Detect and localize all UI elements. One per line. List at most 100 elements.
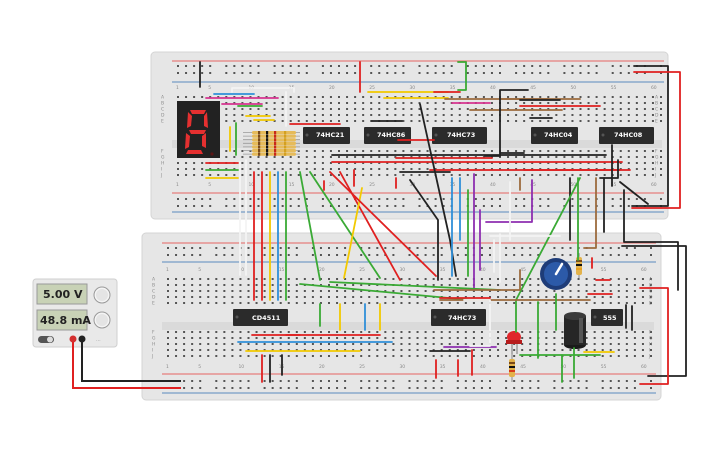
- column-number: 30: [399, 364, 405, 370]
- row-letter: D: [152, 295, 156, 301]
- jumper-wire[interactable]: [309, 171, 381, 279]
- column-number: 1: [166, 267, 169, 273]
- chip-74hc73-bottom[interactable]: 74HC73: [431, 309, 486, 326]
- red-led[interactable]: [506, 331, 522, 354]
- electrolytic-capacitor[interactable]: [564, 312, 586, 349]
- jumper-wire[interactable]: [619, 181, 649, 205]
- column-number: 5: [208, 85, 211, 91]
- row-letter: I: [161, 167, 162, 173]
- column-number: 45: [530, 182, 536, 188]
- jumper-wire[interactable]: [623, 189, 679, 291]
- row-letter: H: [655, 161, 658, 167]
- column-number: 55: [601, 364, 607, 370]
- jumper-wire[interactable]: [231, 87, 295, 93]
- column-number: 20: [319, 267, 325, 273]
- jumper-wire[interactable]: [631, 65, 669, 207]
- row-letter: C: [649, 289, 652, 295]
- jumper-wire[interactable]: [329, 281, 501, 291]
- column-number: 15: [289, 182, 295, 188]
- column-number: 50: [570, 182, 576, 188]
- row-letter: C: [152, 289, 155, 295]
- chip-74hc08[interactable]: 74HC08: [599, 127, 654, 144]
- svg-text:CD4511: CD4511: [252, 314, 281, 322]
- resistor-led[interactable]: [509, 354, 515, 382]
- jumper-wire[interactable]: [583, 177, 597, 249]
- voltage-knob[interactable]: [93, 286, 111, 304]
- svg-text:74HC73: 74HC73: [447, 131, 475, 139]
- row-letter: J: [654, 173, 656, 179]
- row-letter: G: [655, 155, 659, 161]
- chip-74hc73-top[interactable]: 74HC73: [432, 127, 487, 144]
- jumper-wire[interactable]: [485, 179, 533, 223]
- row-letter: H: [152, 342, 155, 348]
- power-lead-negative[interactable]: [81, 342, 181, 382]
- row-letter: I: [655, 167, 656, 173]
- column-number: 35: [450, 85, 456, 91]
- chip-74hc21[interactable]: 74HC21: [303, 127, 350, 144]
- power-switch[interactable]: [38, 336, 54, 343]
- chip-74hc04[interactable]: 74HC04: [531, 127, 578, 144]
- svg-text:74HC04: 74HC04: [544, 131, 573, 139]
- column-number: 5: [198, 267, 201, 273]
- row-letter: F: [655, 149, 658, 155]
- column-number: 40: [480, 364, 486, 370]
- row-letter: G: [649, 336, 653, 342]
- column-number: 5: [208, 182, 211, 188]
- jumper-wire[interactable]: [457, 61, 467, 91]
- row-letter: I: [152, 348, 153, 354]
- jumper-wire[interactable]: [329, 171, 437, 277]
- power-supply[interactable]: 5.00 V 48.8 mA ···: [32, 278, 118, 348]
- jumper-wire[interactable]: [639, 287, 669, 385]
- current-knob[interactable]: [93, 311, 111, 329]
- jumper-wires[interactable]: [199, 61, 687, 385]
- column-number: 1: [166, 364, 169, 370]
- jumper-wire[interactable]: [463, 299, 491, 347]
- row-letter: H: [161, 161, 164, 167]
- chip-74hc86[interactable]: 74HC86: [364, 127, 411, 144]
- bottom-board-holes: [167, 247, 652, 389]
- power-lead-positive[interactable]: [72, 342, 181, 389]
- resistor-timer-1[interactable]: [576, 253, 582, 278]
- svg-text:74HC86: 74HC86: [377, 131, 406, 139]
- row-letter: G: [161, 155, 165, 161]
- column-number: 55: [601, 267, 607, 273]
- jumper-wire[interactable]: [621, 245, 687, 377]
- column-number: 25: [369, 85, 375, 91]
- jumper-wire[interactable]: [433, 269, 521, 291]
- positive-terminal[interactable]: [69, 335, 77, 343]
- chip-555[interactable]: 555: [591, 309, 623, 326]
- row-letter: A: [649, 277, 653, 283]
- column-number: 45: [520, 267, 526, 273]
- seven-segment-display[interactable]: 6: [0, 0, 220, 158]
- svg-text:74HC73: 74HC73: [448, 314, 476, 322]
- jumper-wire[interactable]: [599, 159, 619, 179]
- row-letter: D: [161, 113, 165, 119]
- negative-terminal[interactable]: [78, 335, 86, 343]
- jumper-wire[interactable]: [409, 179, 439, 281]
- column-number: 25: [359, 267, 365, 273]
- jumper-wire[interactable]: [631, 71, 681, 209]
- column-number: 35: [440, 267, 446, 273]
- display-digit: 6: [0, 0, 1, 1]
- column-number: 35: [440, 364, 446, 370]
- row-letter: H: [649, 342, 652, 348]
- jumper-wire[interactable]: [484, 89, 529, 157]
- jumper-wire[interactable]: [299, 171, 321, 281]
- row-letter: I: [649, 348, 650, 354]
- row-letter: F: [152, 330, 155, 336]
- column-number: 40: [490, 182, 496, 188]
- jumper-wire[interactable]: [343, 187, 363, 279]
- potentiometer[interactable]: [540, 258, 572, 290]
- column-number: 60: [641, 364, 647, 370]
- row-letter: C: [161, 107, 164, 113]
- column-number: 25: [369, 182, 375, 188]
- resistor-bank[interactable]: [243, 131, 300, 156]
- chip-cd4511[interactable]: CD4511: [233, 309, 288, 326]
- column-number: 10: [248, 182, 254, 188]
- row-letter: D: [649, 295, 653, 301]
- row-letter: B: [649, 283, 652, 289]
- jumper-wire[interactable]: [419, 103, 457, 277]
- jumper-wire[interactable]: [339, 171, 401, 281]
